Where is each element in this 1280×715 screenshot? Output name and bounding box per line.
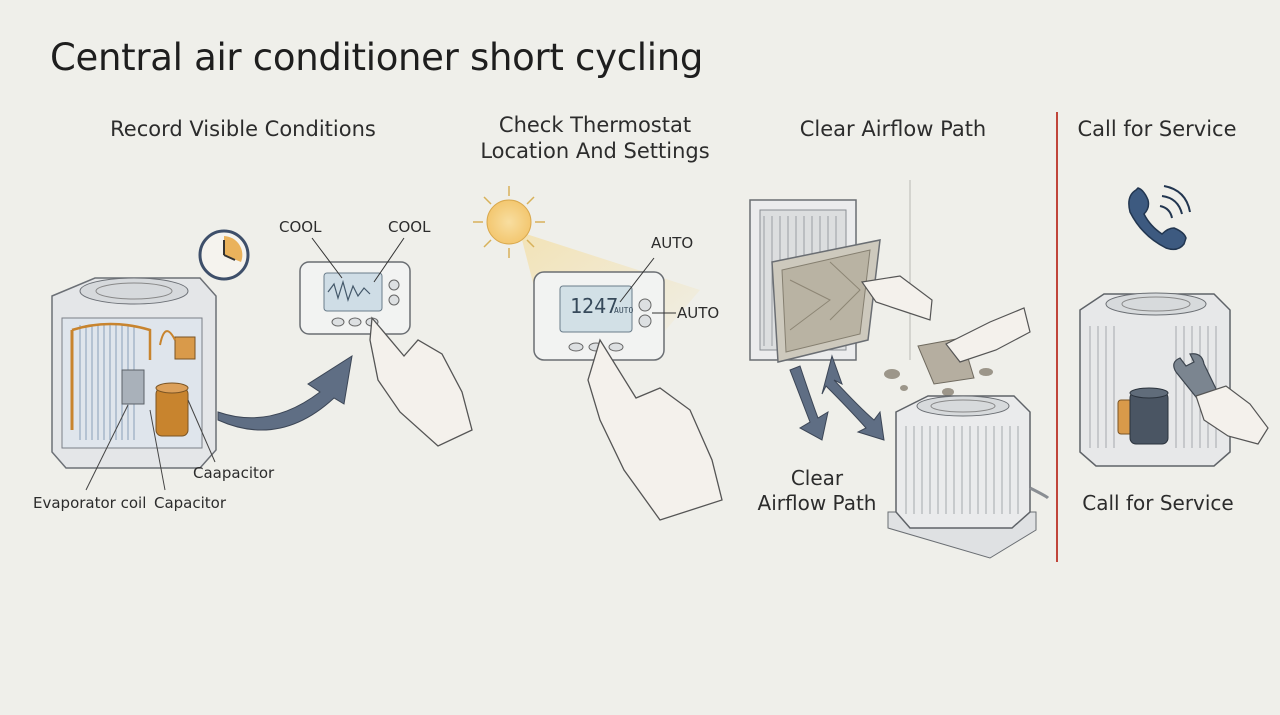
step-2-heading-line-1: Check Thermostat bbox=[498, 113, 692, 137]
hand-holding-filter bbox=[860, 275, 933, 321]
service-caption: Call for Service bbox=[1082, 491, 1234, 515]
phone-icon bbox=[1128, 185, 1191, 251]
service-ac-unit bbox=[1079, 292, 1231, 467]
airflow-arrows bbox=[789, 354, 885, 441]
airflow-caption-line-1: Clear bbox=[790, 466, 844, 490]
thermostat-1 bbox=[299, 237, 411, 335]
thermostat-display-mode: AUTO bbox=[614, 306, 634, 315]
step-3-heading: Clear Airflow Path bbox=[799, 117, 987, 141]
auto-label-top: AUTO bbox=[651, 234, 694, 252]
page-title: Central air conditioner short cycling bbox=[50, 36, 704, 79]
thermostat-cool-label-right: COOL bbox=[388, 218, 431, 236]
airflow-caption-line-2: Airflow Path bbox=[757, 491, 877, 515]
hand-pressing-1 bbox=[369, 316, 473, 447]
clock-icon bbox=[198, 229, 250, 281]
step-2-heading-line-2: Location And Settings bbox=[480, 139, 710, 163]
capacitor-label-upper: Caapacitor bbox=[193, 464, 275, 482]
hand-pressing-2 bbox=[587, 338, 723, 521]
hand-holding-wrench bbox=[1195, 385, 1269, 445]
auto-label-right: AUTO bbox=[677, 304, 720, 322]
step-4-heading: Call for Service bbox=[1077, 117, 1237, 141]
evaporator-coil-label: Evaporator coil bbox=[33, 494, 147, 512]
curved-arrow-icon bbox=[217, 354, 353, 431]
capacitor-label-lower: Capacitor bbox=[154, 494, 227, 512]
thermostat-cool-label-left: COOL bbox=[279, 218, 322, 236]
outdoor-condenser-unit bbox=[887, 395, 1050, 559]
thermostat-display-value: 1247 bbox=[570, 294, 619, 318]
step-1-heading: Record Visible Conditions bbox=[110, 117, 376, 141]
ac-unit-cutaway bbox=[51, 277, 217, 491]
dirty-air-filter bbox=[771, 239, 881, 363]
hand-removing-debris bbox=[945, 307, 1031, 363]
